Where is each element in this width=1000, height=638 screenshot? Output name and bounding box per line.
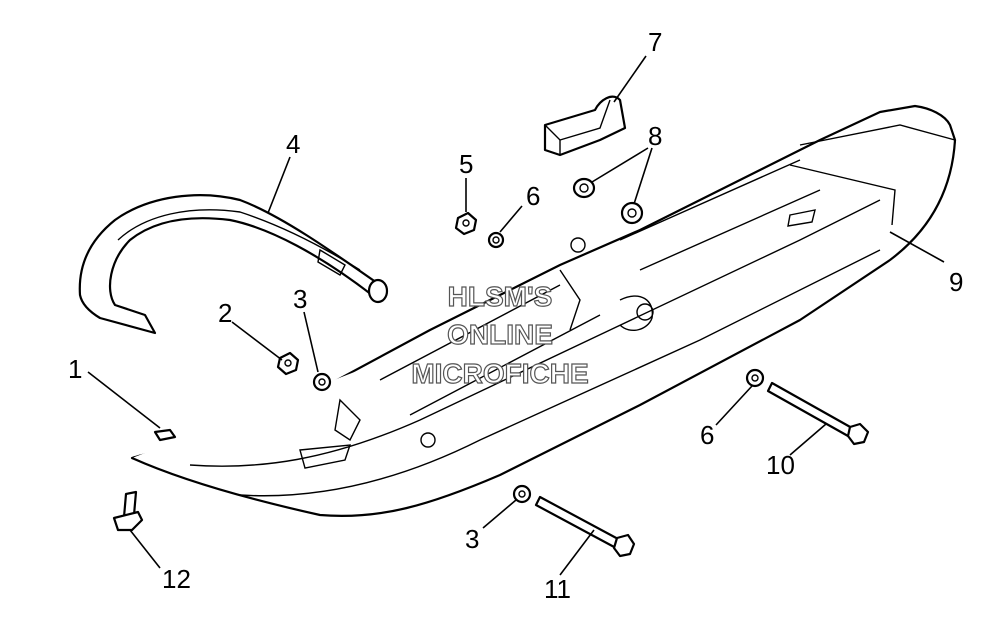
- washer-8b: [620, 201, 644, 225]
- washer-6b: [745, 368, 765, 388]
- bolt-11: [534, 495, 636, 558]
- ski-body: [130, 104, 957, 518]
- bumper-nut: [153, 428, 177, 442]
- callout-7: 7: [648, 27, 662, 57]
- callout-3-upper: 3: [293, 284, 307, 314]
- bolt-10: [766, 381, 870, 446]
- callout-5: 5: [459, 149, 473, 179]
- callout-12: 12: [162, 564, 191, 594]
- callout-3-lower: 3: [465, 524, 479, 554]
- callout-6-upper: 6: [526, 181, 540, 211]
- nut-2: [276, 351, 300, 376]
- callout-6-lower: 6: [700, 420, 714, 450]
- watermark-line-2: ONLINE: [447, 319, 553, 350]
- callout-10: 10: [766, 450, 795, 480]
- watermark: HLSM'S ONLINE MICROFICHE: [411, 280, 590, 389]
- washer-8a: [572, 177, 596, 199]
- watermark-line-3: MICROFICHE: [411, 358, 588, 389]
- nut-5: [454, 211, 478, 236]
- callouts: 1 2 3 3 4 5 6 6 7 8 9 10 11 12: [68, 27, 963, 604]
- washer-3b: [512, 484, 532, 504]
- bolt-12: [112, 490, 144, 532]
- callout-8: 8: [648, 121, 662, 151]
- washer-6a: [487, 231, 505, 249]
- callout-2: 2: [218, 298, 232, 328]
- callout-1: 1: [68, 354, 82, 384]
- callout-9: 9: [949, 267, 963, 297]
- watermark-line-1: HLSM'S: [448, 281, 553, 312]
- callout-11: 11: [544, 574, 571, 604]
- leader-lines: [87, 55, 945, 576]
- ski-loop-handle: [78, 194, 389, 335]
- bracket-block: [543, 95, 627, 157]
- washer-3a: [312, 372, 332, 392]
- callout-4: 4: [286, 129, 300, 159]
